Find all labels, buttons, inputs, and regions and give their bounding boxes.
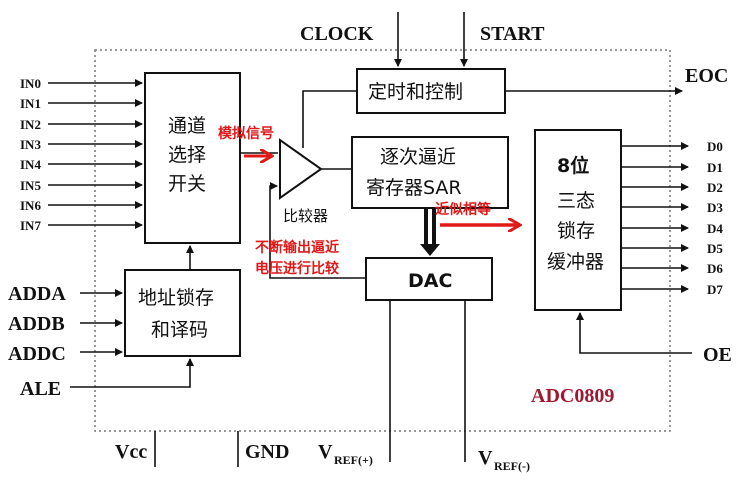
pin-d0-label: D0 <box>707 139 723 154</box>
pin-d4-label: D4 <box>707 221 723 236</box>
pin-in4-label: IN4 <box>20 157 41 172</box>
comparator: 比较器 <box>279 138 328 225</box>
sar-to-dac-bus <box>420 208 440 256</box>
pin-gnd-label: GND <box>245 441 289 463</box>
pin-in1: IN1 <box>20 96 143 111</box>
pin-in0: IN0 <box>20 76 143 91</box>
chip-border <box>94 49 671 432</box>
pin-in6-label: IN6 <box>20 198 41 213</box>
buffer-line-4: 缓冲器 <box>547 251 604 273</box>
pin-in2-label: IN2 <box>20 117 41 132</box>
pin-vref-pos: V REF(+) <box>318 300 391 467</box>
pin-in6: IN6 <box>20 198 143 213</box>
timing-control-block: 定时和控制 <box>356 68 506 114</box>
annotation-approx-equal: 近似相等 <box>435 201 520 225</box>
output-buffer-block: 8位 三态 锁存 缓冲器 <box>534 129 622 311</box>
sar-line-2: 寄存器SAR <box>366 177 462 199</box>
pin-in1-label: IN1 <box>20 96 41 111</box>
approx-equal-label: 近似相等 <box>435 201 491 218</box>
pin-start: START <box>460 12 545 67</box>
sar-block: 逐次逼近 寄存器SAR <box>351 136 509 209</box>
mux-block: 通道 选择 开关 <box>144 72 241 244</box>
pin-d3-label: D3 <box>707 200 723 215</box>
buffer-line-1: 8位 <box>557 154 589 177</box>
pin-eoc: EOC <box>505 65 728 95</box>
pin-d6-label: D6 <box>707 261 723 276</box>
pin-d5-label: D5 <box>707 241 723 256</box>
pin-ale: ALE <box>20 358 194 400</box>
addr-latch-line-1: 地址锁存 <box>138 287 214 309</box>
pin-vref-neg-label: V <box>478 447 493 469</box>
pin-in4: IN4 <box>20 157 143 172</box>
pin-oe: OE <box>576 312 732 366</box>
pin-in3: IN3 <box>20 137 143 152</box>
pin-start-label: START <box>480 23 545 45</box>
pin-in5: IN5 <box>20 178 143 193</box>
pin-in0-label: IN0 <box>20 76 41 91</box>
pin-in7-label: IN7 <box>20 218 41 233</box>
pin-vref-pos-label: V <box>318 441 333 463</box>
pin-gnd: GND <box>237 431 289 467</box>
dac-feedback-wire <box>269 182 366 279</box>
data-output-pins: D0 D1 D2 D3 D4 D5 D6 D7 <box>621 139 723 297</box>
compare-note-line-2: 电压进行比较 <box>255 260 339 277</box>
pin-d7-label: D7 <box>707 282 723 297</box>
analog-input-pins: IN0 IN1 IN2 IN3 IN4 IN5 IN6 IN7 <box>20 76 143 233</box>
dac-label: DAC <box>408 270 452 292</box>
addr-latch-line-2: 和译码 <box>151 319 208 341</box>
buffer-line-2: 三态 <box>557 190 595 212</box>
pin-vref-pos-sub: REF(+) <box>334 453 373 467</box>
pin-ale-label: ALE <box>20 378 61 400</box>
compare-note-line-1: 不断输出逼近 <box>255 239 339 256</box>
pin-addc-label: ADDC <box>8 343 66 365</box>
annotation-compare-note: 不断输出逼近 电压进行比较 <box>255 239 339 277</box>
pin-d2-label: D2 <box>707 180 723 195</box>
pin-addb-label: ADDB <box>8 313 65 335</box>
chip-name: ADC0809 <box>531 385 614 407</box>
address-latch-block: 地址锁存 和译码 <box>124 269 241 357</box>
timing-control-label: 定时和控制 <box>368 81 463 103</box>
pin-adda-label: ADDA <box>8 283 66 305</box>
annotation-analog-signal: 模拟信号 <box>218 125 274 156</box>
pin-d1-label: D1 <box>707 160 723 175</box>
mux-line-3: 开关 <box>168 173 206 195</box>
address-pins: ADDA ADDB ADDC <box>8 283 123 365</box>
pin-vref-neg-sub: REF(-) <box>494 459 530 473</box>
analog-signal-label: 模拟信号 <box>218 125 274 142</box>
pin-vcc-label: Vcc <box>115 441 147 463</box>
pin-in5-label: IN5 <box>20 178 41 193</box>
pin-vref-neg: V REF(-) <box>464 300 530 473</box>
pin-clock-label: CLOCK <box>300 23 374 45</box>
timing-to-comparator-wire <box>302 90 357 148</box>
pin-eoc-label: EOC <box>685 65 728 87</box>
buffer-line-3: 锁存 <box>557 220 595 242</box>
mux-line-2: 选择 <box>168 144 206 166</box>
pin-in7: IN7 <box>20 218 143 233</box>
sar-line-1: 逐次逼近 <box>380 146 456 168</box>
pin-vcc: Vcc <box>115 431 156 467</box>
comparator-label: 比较器 <box>283 207 328 225</box>
pin-in2: IN2 <box>20 117 143 132</box>
dac-block: DAC <box>365 257 493 301</box>
mux-line-1: 通道 <box>168 115 206 137</box>
pin-oe-label: OE <box>703 344 732 366</box>
pin-in3-label: IN3 <box>20 137 41 152</box>
pin-clock: CLOCK <box>300 12 402 67</box>
